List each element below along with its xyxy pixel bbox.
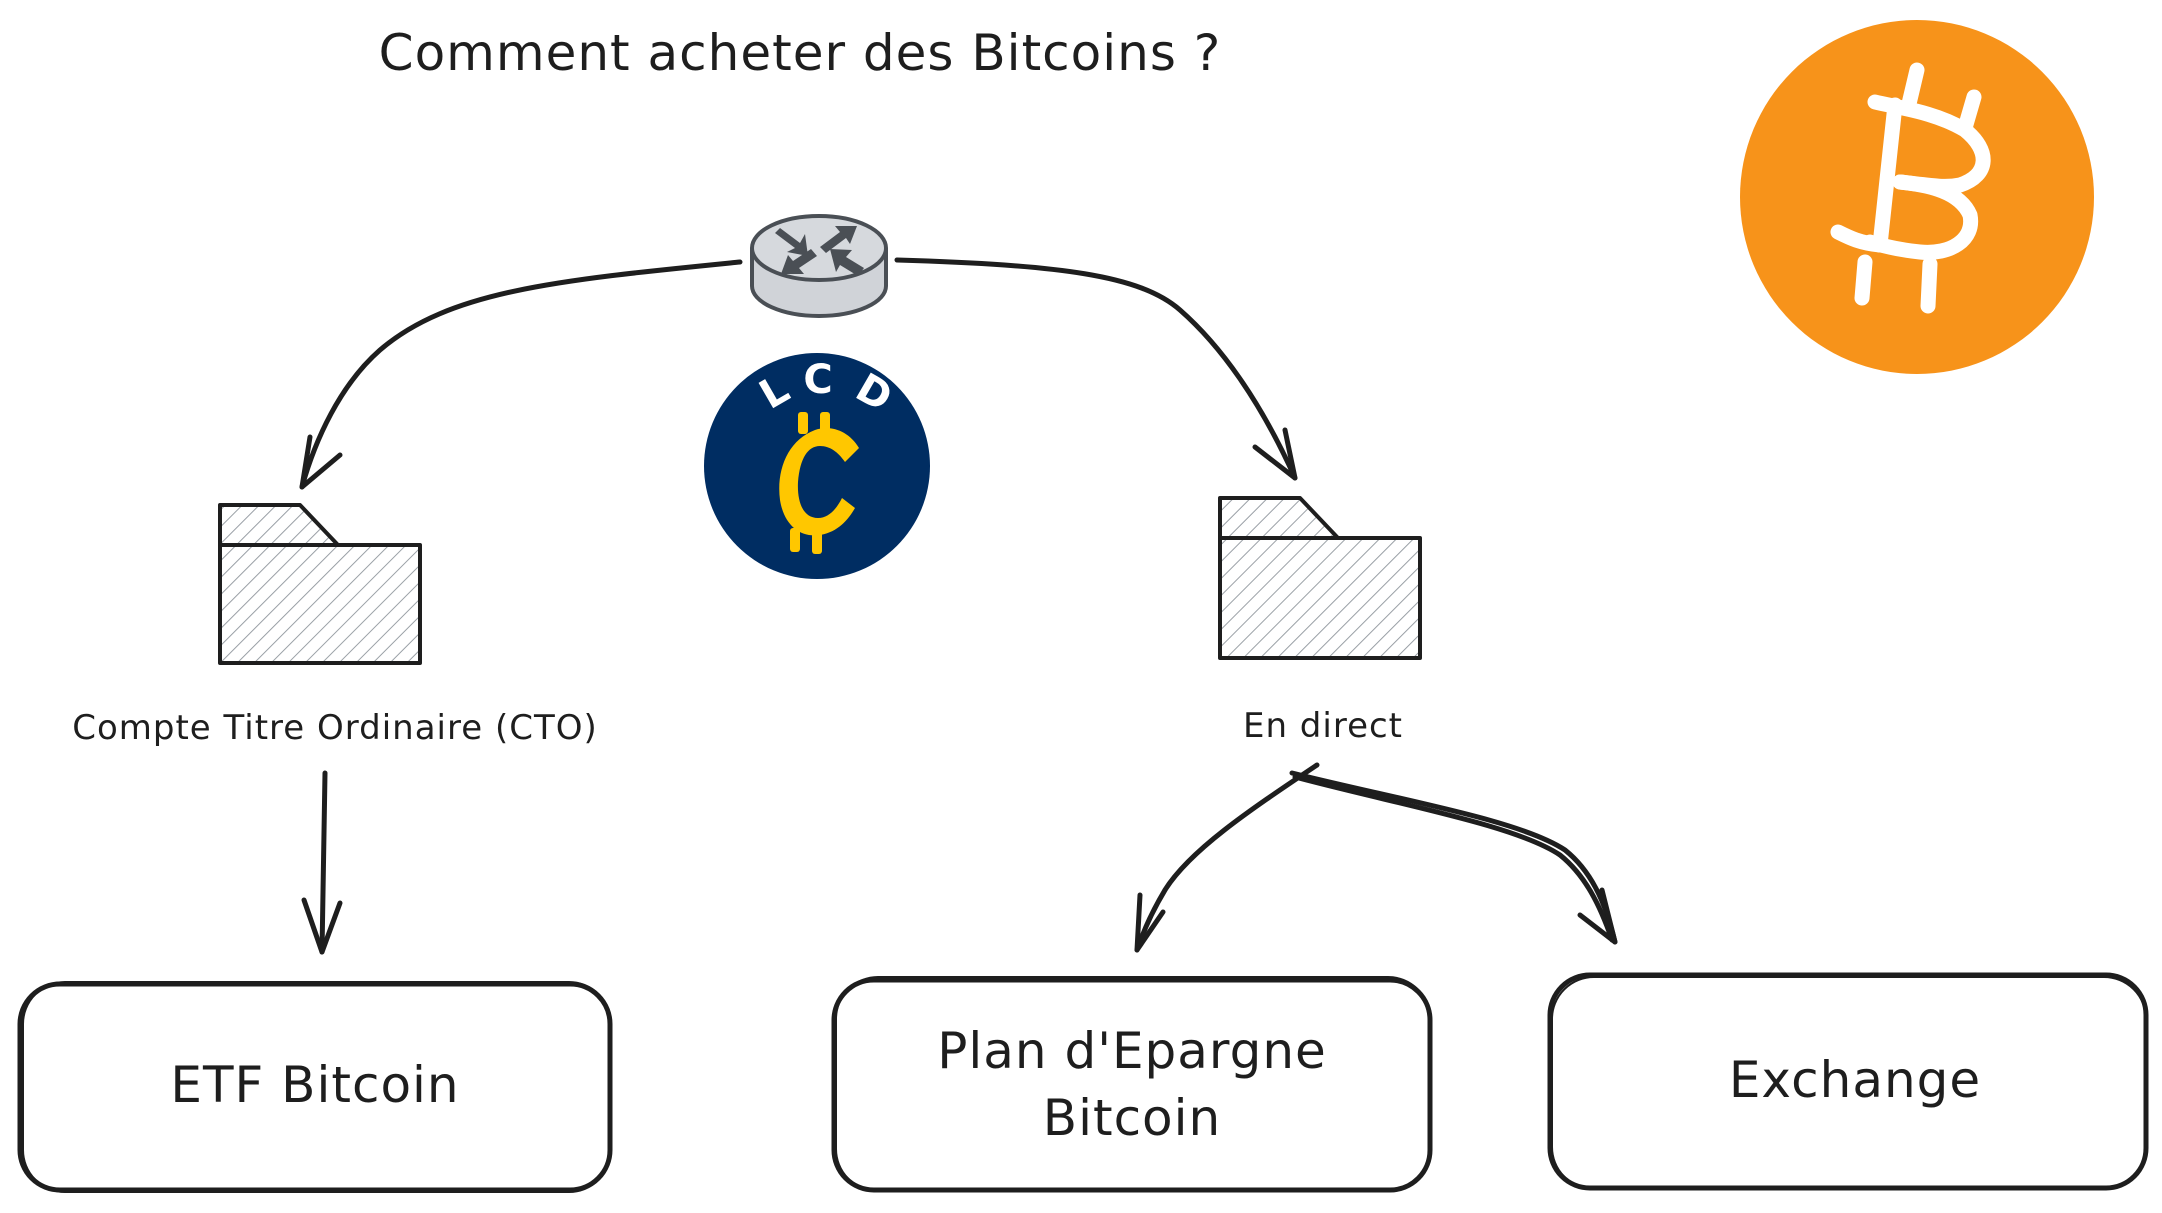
lcd-circle bbox=[704, 353, 930, 579]
option-label-peb-line1: Plan d'Epargne bbox=[937, 1022, 1327, 1080]
arrow-direct-to-exchange bbox=[1289, 770, 1618, 945]
bitcoin-symbol-icon bbox=[1830, 62, 1991, 314]
arrow-hub-to-direct bbox=[894, 257, 1298, 481]
router-icon bbox=[750, 214, 888, 318]
lcd-logo: L C D bbox=[704, 353, 930, 579]
bitcoin-logo bbox=[1740, 20, 2094, 374]
arrow-hub-to-cto bbox=[299, 259, 743, 490]
option-label-exchange: Exchange bbox=[1729, 1051, 1981, 1109]
folder-icon-cto[interactable] bbox=[218, 503, 422, 665]
branch-label-direct: En direct bbox=[1243, 706, 1403, 746]
diagram-title: Comment acheter des Bitcoins ? bbox=[379, 24, 1222, 82]
arrow-direct-to-peb bbox=[1134, 762, 1320, 953]
branch-label-cto: Compte Titre Ordinaire (CTO) bbox=[72, 708, 598, 748]
folder-icon-direct[interactable] bbox=[1218, 496, 1422, 660]
arrow-cto-to-etf bbox=[301, 770, 343, 955]
option-label-etf: ETF Bitcoin bbox=[170, 1056, 459, 1114]
router-arrows bbox=[775, 226, 864, 276]
cedi-symbol-icon bbox=[779, 412, 859, 554]
bitcoin-circle bbox=[1740, 20, 2094, 374]
option-box-peb[interactable]: Plan d'Epargne Bitcoin bbox=[831, 976, 1433, 1193]
option-label-peb-line2: Bitcoin bbox=[1043, 1089, 1221, 1147]
option-box-exchange[interactable]: Exchange bbox=[1547, 972, 2149, 1191]
lcd-letter-c: C bbox=[803, 357, 832, 403]
option-box-etf[interactable]: ETF Bitcoin bbox=[17, 981, 613, 1193]
